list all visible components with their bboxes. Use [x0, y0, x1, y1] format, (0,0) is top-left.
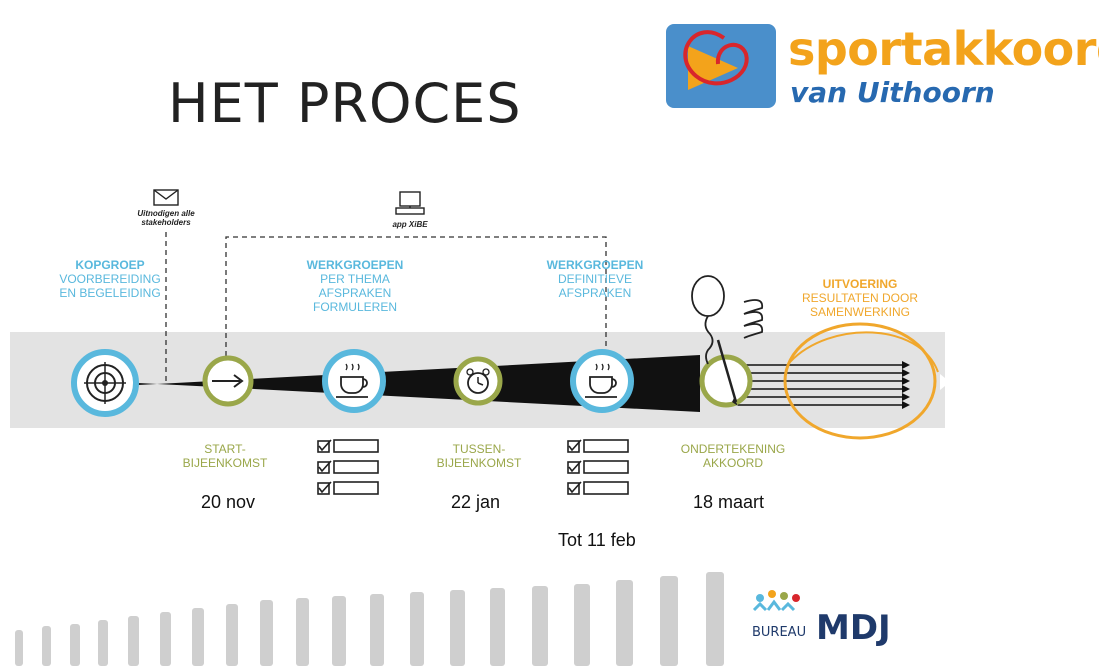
- checklist-icon: [567, 439, 629, 495]
- phase-heading: UITVOERING: [822, 277, 898, 291]
- phase-line: RESULTATEN DOOR: [801, 291, 918, 305]
- node-target: [71, 349, 139, 417]
- phase-heading: WERKGROEPEN: [546, 258, 644, 272]
- milestone-line: BIJEENKOMST: [182, 456, 268, 470]
- node-ondertekening: [699, 339, 753, 408]
- phase-kopgroep: KOPGROEP VOORBEREIDING EN BEGELEIDING: [50, 258, 170, 300]
- balloon-icon: [691, 275, 725, 365]
- uitvoering-ellipse: [783, 322, 937, 440]
- milestone-line: ONDERTEKENING: [680, 442, 786, 456]
- phase-line: DEFINITIEVE: [557, 272, 632, 286]
- phase-line: EN BEGELEIDING: [59, 286, 161, 300]
- walking-people-illustration: [15, 572, 724, 666]
- milestone-line: TUSSEN-: [452, 442, 506, 456]
- phase-uitvoering: UITVOERING RESULTATEN DOOR SAMENWERKING: [790, 277, 930, 319]
- phase-line: AFSPRAKEN: [318, 286, 392, 300]
- phase-werkgroepen-1: WERKGROEPEN PER THEMA AFSPRAKEN FORMULER…: [290, 258, 420, 314]
- phase-line: AFSPRAKEN: [558, 286, 632, 300]
- milestone-start: START- BIJEENKOMST: [170, 442, 280, 470]
- node-tussen: [453, 356, 503, 406]
- phase-line: VOORBEREIDING: [59, 272, 161, 286]
- milestone-tussen: TUSSEN- BIJEENKOMST: [424, 442, 534, 470]
- envelope-icon: [153, 189, 179, 206]
- node-start: [202, 355, 254, 407]
- phase-heading: KOPGROEP: [75, 258, 145, 272]
- checklist-icon: [317, 439, 379, 495]
- milestone-line: START-: [204, 442, 246, 456]
- phase-line: SAMENWERKING: [809, 305, 910, 319]
- phase-werkgroepen-2: WERKGROEPEN DEFINITIEVE AFSPRAKEN: [530, 258, 660, 300]
- date-tussen: 22 jan: [451, 492, 501, 512]
- milestone-line: BIJEENKOMST: [436, 456, 522, 470]
- mdj-logo-big: MDJ: [816, 608, 891, 648]
- date-ondertekening: 18 maart: [693, 492, 765, 512]
- envelope-note: Uitnodigen alle stakeholders: [137, 209, 195, 227]
- phase-line: FORMULEREN: [312, 300, 397, 314]
- node-werkgroepen2: [570, 349, 634, 413]
- result-arrows: [738, 364, 902, 406]
- sportakkoord-logo-mark: [666, 24, 776, 108]
- milestone-ondertekening: ONDERTEKENING AKKOORD: [668, 442, 798, 470]
- milestone-line: AKKOORD: [702, 456, 763, 470]
- mdj-logo-small: BUREAU: [752, 625, 807, 640]
- phase-heading: WERKGROEPEN: [306, 258, 404, 272]
- computer-note: app XiBE: [392, 220, 428, 229]
- page-title: HET PROCES: [168, 72, 522, 135]
- logo-title: sportakkoord: [788, 22, 1099, 76]
- date-werkgroepen-deadline: Tot 11 feb: [558, 530, 636, 550]
- spring-icon: [743, 299, 764, 339]
- mdj-logo-mark: [752, 590, 800, 612]
- node-werkgroepen1: [322, 349, 386, 413]
- phase-line: PER THEMA: [320, 272, 390, 286]
- computer-icon: [395, 191, 425, 215]
- date-start: 20 nov: [201, 492, 256, 512]
- timeline-wedge: [138, 355, 700, 412]
- logo-subtitle: van Uithoorn: [790, 76, 995, 109]
